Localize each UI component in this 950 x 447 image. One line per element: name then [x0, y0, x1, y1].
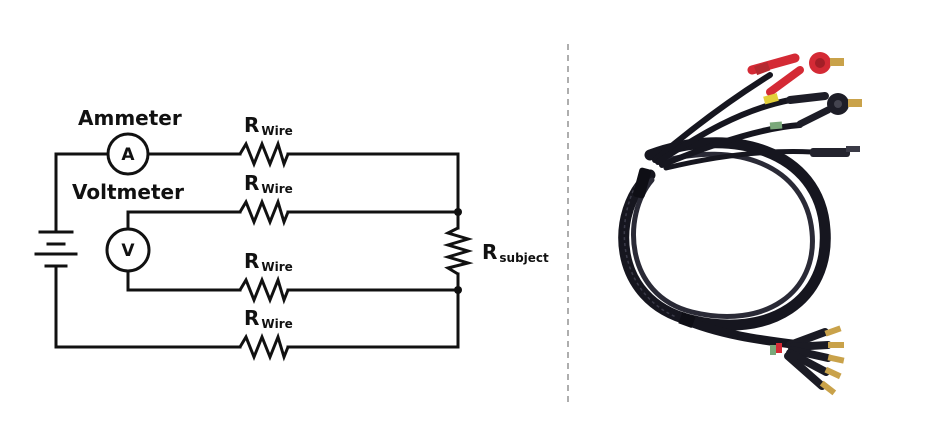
wire-resistor-2 [238, 197, 290, 227]
wire-resistor-1 [238, 139, 290, 169]
ammeter-label: Ammeter [78, 106, 182, 130]
red-connector [747, 52, 844, 96]
subject-resistor [442, 226, 474, 276]
wire-resistor-4 [238, 332, 290, 362]
voltmeter-symbol: V [105, 227, 151, 273]
cable-photo [618, 52, 862, 396]
sense-loop-wires [126, 210, 460, 292]
battery-symbol [34, 230, 78, 268]
voltmeter-letter: V [121, 241, 135, 261]
current-loop-wires [54, 152, 460, 349]
ammeter-symbol: A [106, 132, 150, 176]
black-connector [786, 92, 862, 128]
banana-plugs-fan [770, 325, 845, 396]
sense-clip [810, 146, 860, 157]
voltmeter-label: Voltmeter [72, 180, 184, 204]
ammeter-letter: A [121, 145, 135, 165]
wire-resistor-3 [238, 275, 290, 305]
